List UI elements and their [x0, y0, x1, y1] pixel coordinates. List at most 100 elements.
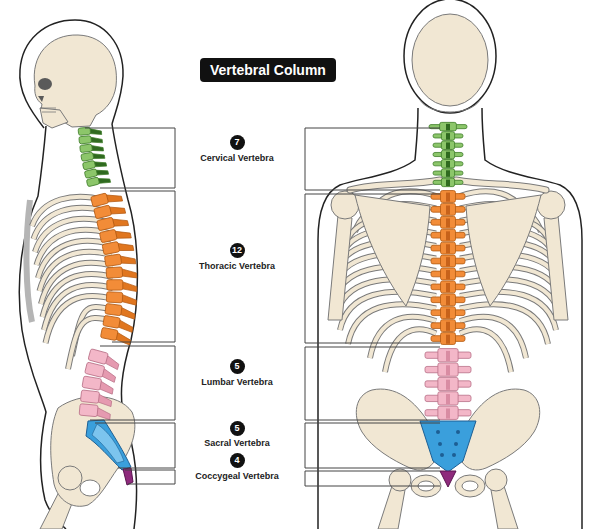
side-body-outline — [19, 20, 137, 529]
vertebral-body — [105, 303, 122, 315]
foramen — [438, 442, 442, 446]
vertebral-body — [94, 205, 112, 219]
vertebral-arch — [438, 349, 458, 362]
vertebral-body — [85, 362, 105, 377]
spinous-process — [446, 193, 450, 202]
vertebral-body — [86, 177, 99, 187]
vertebral-arch — [441, 255, 456, 267]
obturator-foramen — [80, 480, 100, 496]
spinous-process — [446, 335, 450, 344]
rib-edge — [460, 329, 511, 372]
vertebra — [433, 178, 463, 187]
back-body-outline — [318, 0, 582, 529]
femur-head — [389, 469, 411, 491]
head-outline — [404, 0, 496, 113]
vertebra — [431, 242, 465, 254]
vertebral-body — [99, 229, 117, 243]
vertebral-body — [102, 241, 120, 254]
vertebral-body — [80, 144, 93, 153]
vertebra — [425, 392, 471, 405]
side-spine — [78, 126, 137, 419]
rib — [385, 329, 436, 372]
vertebral-body — [81, 152, 94, 161]
spinous-process — [446, 365, 450, 375]
vertebral-body — [91, 193, 109, 207]
vertebra — [431, 281, 465, 293]
vertebral-body — [104, 254, 121, 267]
vertebra — [102, 239, 134, 257]
skull — [34, 35, 116, 127]
vertebra — [433, 132, 463, 141]
callout-text: 5 — [234, 423, 239, 433]
vertebra — [106, 292, 137, 306]
vertebral-arch — [441, 203, 456, 215]
callout-text: 7 — [234, 137, 239, 147]
vertebra — [431, 191, 465, 203]
spinous-process — [446, 394, 450, 404]
spinous-process — [446, 270, 450, 279]
vertebral-arch — [441, 132, 454, 141]
callout-number: 12 — [230, 243, 245, 258]
vertebral-body — [106, 292, 123, 303]
clavicle-edge — [350, 180, 440, 190]
vertebral-body — [88, 349, 108, 365]
vertebral-arch — [441, 160, 454, 169]
vertebra — [425, 377, 471, 390]
vertebral-arch — [441, 169, 454, 178]
spinous-process — [446, 380, 450, 390]
spinous-process — [446, 257, 450, 266]
eye-socket — [38, 78, 52, 90]
vertebra — [433, 169, 463, 178]
spinous-process — [446, 124, 450, 131]
vertebral-arch — [438, 392, 458, 405]
sacral-foramina — [436, 430, 460, 457]
spinous-process — [446, 309, 450, 318]
vertebral-arch — [440, 122, 457, 131]
region-label: Cervical Vertebra — [175, 153, 299, 164]
region-label: Coccygeal Vertebra — [175, 471, 299, 482]
vertebral-arch — [441, 281, 456, 293]
sacrum — [420, 421, 476, 472]
vertebral-body — [107, 280, 123, 290]
clavicle — [350, 180, 440, 190]
foramen — [454, 442, 458, 446]
callout-text: 5 — [234, 361, 239, 371]
spinous-process — [446, 161, 450, 168]
head-outline — [20, 20, 123, 128]
callout-number: 5 — [230, 359, 245, 374]
vertebra — [433, 150, 463, 159]
vertebra — [431, 229, 465, 241]
rib — [460, 329, 511, 372]
foramen — [440, 453, 444, 457]
vertebra — [107, 280, 137, 292]
callout-number: 7 — [230, 135, 245, 150]
region-label: Thoracic Vertebra — [175, 261, 299, 272]
vertebra — [86, 174, 110, 188]
shoulder-girdle — [328, 180, 440, 320]
region-label: Lumbar Vertebra — [175, 377, 299, 388]
spinous-process — [446, 133, 450, 140]
sacrum — [86, 420, 131, 470]
vertebral-arch — [441, 216, 456, 228]
spinous-process — [446, 152, 450, 159]
hip-bone — [51, 396, 135, 506]
vertebral-body — [103, 315, 121, 328]
teeth — [40, 108, 56, 112]
vertebra — [425, 363, 471, 376]
shoulder-girdle-mirror — [456, 180, 568, 320]
jaw — [420, 100, 480, 112]
vertebra — [433, 141, 463, 150]
spinous-process — [446, 170, 450, 177]
spinous-process — [446, 351, 450, 361]
vertebra — [79, 404, 111, 420]
spinous-process — [446, 180, 450, 187]
vertebra — [431, 255, 465, 267]
vertebral-arch — [441, 307, 456, 319]
vertebral-body — [82, 160, 95, 170]
vertebral-arch — [441, 242, 456, 254]
vertebra — [431, 268, 465, 280]
callout-number: 4 — [230, 453, 245, 468]
spinous-process — [446, 206, 450, 215]
foramen — [452, 453, 456, 457]
vertebral-arch — [438, 377, 458, 390]
